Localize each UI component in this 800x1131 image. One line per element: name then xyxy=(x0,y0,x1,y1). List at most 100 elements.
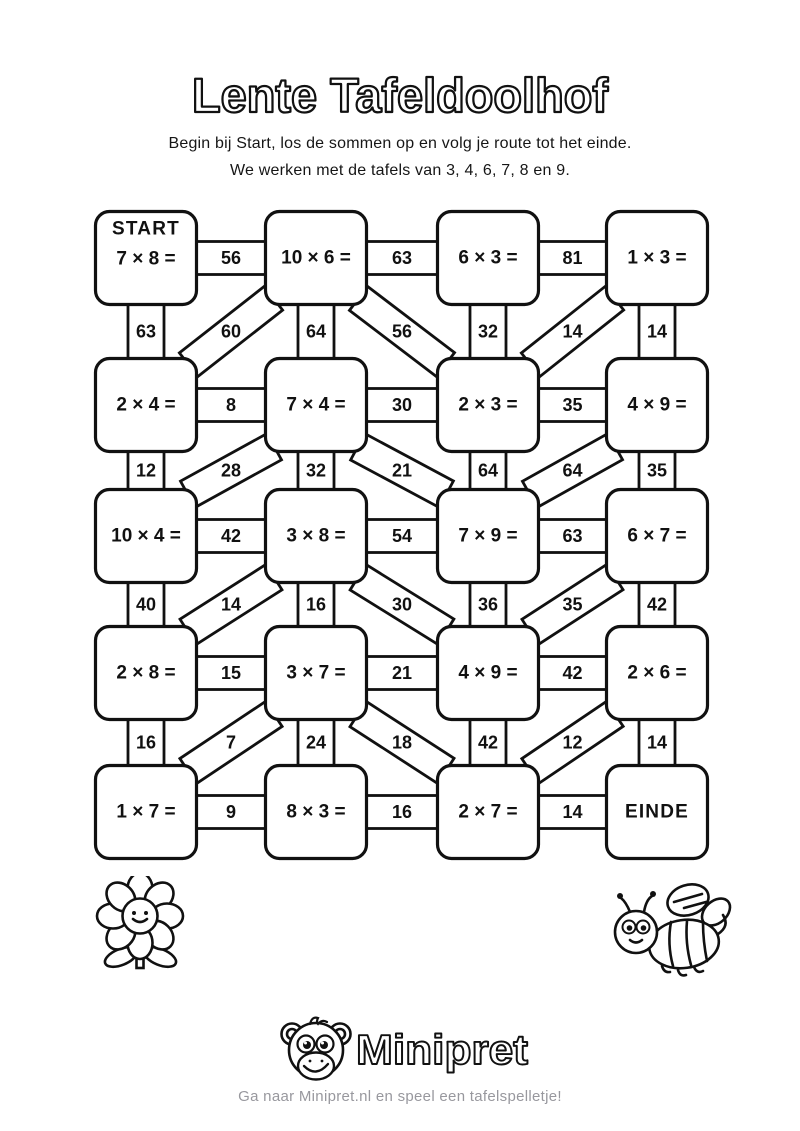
problem-box xyxy=(93,356,199,454)
path-answer-label: 30 xyxy=(392,395,412,415)
path-answer-label: 15 xyxy=(221,663,241,683)
path-answer-label: 14 xyxy=(647,733,667,753)
path-answer-label: 14 xyxy=(562,322,582,342)
instructions: Begin bij Start, los de sommen op en vol… xyxy=(0,130,800,184)
maze-path-horizontal xyxy=(357,240,447,276)
path-answer-label: 32 xyxy=(306,461,326,481)
path-answer-label: 30 xyxy=(392,595,412,615)
path-answer-label: 12 xyxy=(136,461,156,481)
problem-box xyxy=(93,763,199,861)
problem-text: 8 × 3 = xyxy=(286,802,345,823)
path-answer-label: 8 xyxy=(226,395,236,415)
footer-text: Ga naar Minipret.nl en speel een tafelsp… xyxy=(238,1088,562,1105)
bee-tail xyxy=(716,913,727,936)
page-title: Lente Tafeldoolhof xyxy=(192,70,609,123)
bee-antenna-left xyxy=(619,896,632,914)
path-answer-label: 12 xyxy=(562,733,582,753)
start-box xyxy=(93,209,199,307)
problem-text: 3 × 7 = xyxy=(286,663,345,684)
path-answer-label: 64 xyxy=(562,461,582,481)
path-answer-label: 14 xyxy=(647,322,667,342)
end-box xyxy=(604,763,710,861)
problem-text: 10 × 6 = xyxy=(281,248,351,269)
path-answer-label: 63 xyxy=(562,526,582,546)
flower-face xyxy=(121,897,159,935)
problem-text: 6 × 3 = xyxy=(458,248,517,269)
path-answer-label: 16 xyxy=(392,802,412,822)
problem-text: 1 × 3 = xyxy=(627,248,686,269)
path-answer-label: 60 xyxy=(221,322,241,342)
path-answer-label: 35 xyxy=(562,595,582,615)
path-answer-label: 40 xyxy=(136,595,156,615)
problem-text: 10 × 4 = xyxy=(111,526,181,547)
problem-text: 7 × 4 = xyxy=(286,395,345,416)
bee-legs xyxy=(660,964,705,977)
flower-eye-left xyxy=(132,911,136,915)
path-answer-label: 35 xyxy=(562,395,582,415)
path-answer-label: 42 xyxy=(221,526,241,546)
path-answer-label: 7 xyxy=(226,733,236,753)
path-answer-label: 64 xyxy=(306,322,326,342)
start-label: START xyxy=(112,219,180,240)
path-answer-label: 56 xyxy=(392,322,412,342)
title-art: Lente Tafeldoolhof xyxy=(191,69,610,124)
bee-head xyxy=(613,909,659,955)
path-answer-label: 56 xyxy=(221,248,241,268)
path-answer-label: 16 xyxy=(136,733,156,753)
smiling-flower-icon xyxy=(95,876,185,970)
path-answer-label: 14 xyxy=(562,802,582,822)
bee-wing-top xyxy=(666,883,710,917)
flower-eye-right xyxy=(144,911,148,915)
path-answer-label: 14 xyxy=(221,595,241,615)
path-answer-label: 18 xyxy=(392,733,412,753)
maze-path-vertical xyxy=(126,710,166,775)
problem-box xyxy=(604,624,710,722)
path-answer-label: 24 xyxy=(306,733,326,753)
problem-box xyxy=(93,624,199,722)
path-answer-label: 35 xyxy=(647,461,667,481)
problem-box xyxy=(93,487,199,585)
problem-text: 2 × 6 = xyxy=(627,663,686,684)
path-answer-label: 16 xyxy=(306,595,326,615)
problem-box xyxy=(435,356,541,454)
path-answer-label: 54 xyxy=(392,526,412,546)
minipret-logo: Minipret xyxy=(280,1016,529,1081)
path-answer-label: 21 xyxy=(392,461,412,481)
problem-text: 7 × 9 = xyxy=(458,526,517,547)
maze-path-horizontal xyxy=(187,387,275,423)
path-answer-label: 9 xyxy=(226,802,236,822)
path-answer-label: 42 xyxy=(478,733,498,753)
smiling-bee-icon xyxy=(613,883,732,977)
problem-box xyxy=(604,487,710,585)
path-answer-label: 36 xyxy=(478,595,498,615)
instruction-line-1: Begin bij Start, los de sommen op en vol… xyxy=(168,135,632,152)
problem-box xyxy=(604,209,710,307)
path-answer-label: 81 xyxy=(562,248,582,268)
problem-box xyxy=(263,763,369,861)
problem-box xyxy=(435,763,541,861)
path-answer-label: 42 xyxy=(562,663,582,683)
problem-box xyxy=(263,487,369,585)
path-answer-label: 42 xyxy=(647,595,667,615)
problem-text: 2 × 3 = xyxy=(458,395,517,416)
problem-text: 7 × 8 = xyxy=(116,249,175,270)
path-answer-label: 21 xyxy=(392,663,412,683)
problem-box xyxy=(263,624,369,722)
maze-path-vertical xyxy=(637,295,677,368)
problem-text: 3 × 8 = xyxy=(286,526,345,547)
flower-smile xyxy=(131,917,149,924)
bee-smile xyxy=(628,938,644,944)
problem-text: 6 × 7 = xyxy=(627,526,686,547)
bee-stripes xyxy=(668,919,709,968)
path-answer-label: 32 xyxy=(478,322,498,342)
monkey-face-icon xyxy=(280,1016,352,1081)
path-answer-label: 63 xyxy=(392,248,412,268)
problem-text: 1 × 7 = xyxy=(116,802,175,823)
maze-path-vertical xyxy=(126,295,166,368)
problem-box xyxy=(604,356,710,454)
path-answer-label: 64 xyxy=(478,461,498,481)
problem-box xyxy=(435,209,541,307)
logo-text: Minipret xyxy=(356,1026,528,1073)
